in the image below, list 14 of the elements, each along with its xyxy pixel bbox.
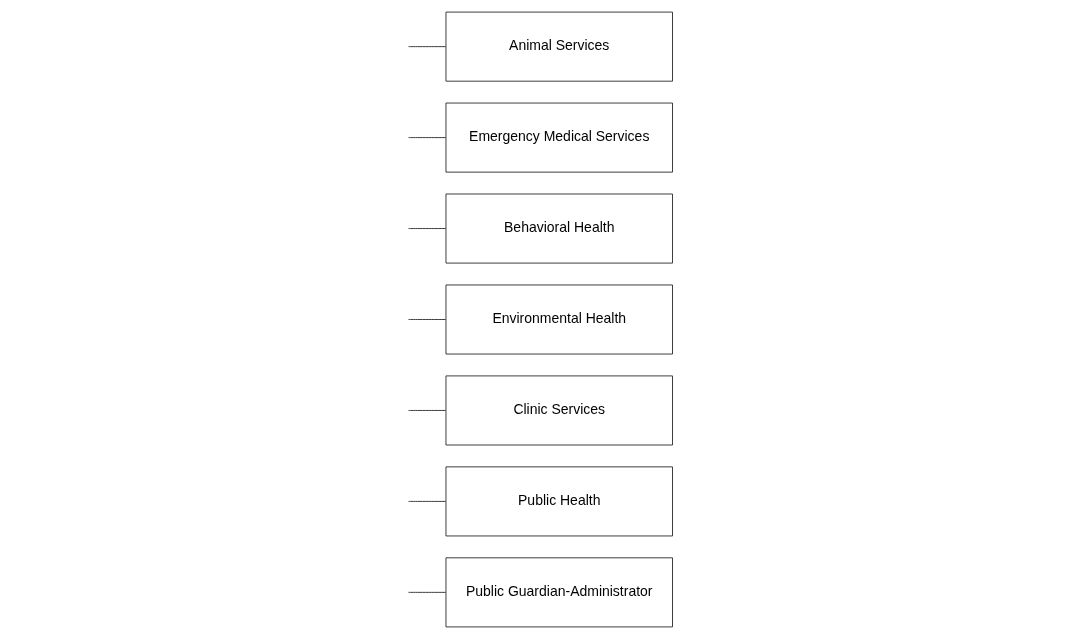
connector (407, 137, 446, 138)
node-box: Public Health (445, 466, 673, 537)
connector (407, 410, 446, 411)
node-box: Behavioral Health (445, 193, 673, 264)
node-box: Emergency Medical Services (445, 102, 673, 173)
node-box: Animal Services (445, 11, 673, 82)
connector (407, 228, 446, 229)
connector (407, 319, 446, 320)
connector (407, 501, 446, 502)
connector (407, 591, 446, 593)
node-box: Clinic Services (445, 375, 673, 446)
connector (407, 46, 446, 48)
node-box: Public Guardian-Administrator (445, 557, 673, 628)
node-box: Environmental Health (445, 284, 673, 355)
